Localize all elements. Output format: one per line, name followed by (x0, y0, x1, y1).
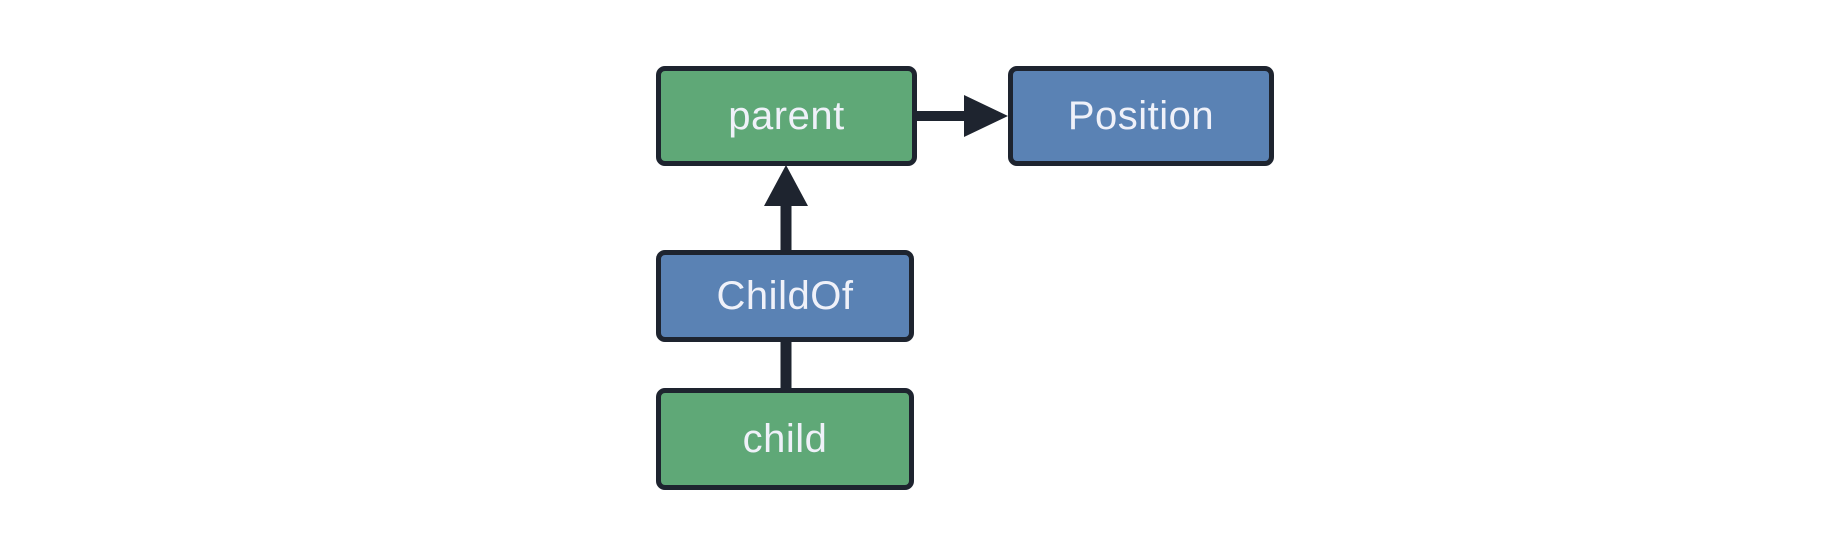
edge-childof-to-parent (764, 165, 808, 252)
node-child-label: child (742, 416, 828, 461)
node-parent-label: parent (728, 93, 845, 138)
node-parent: parent (656, 66, 917, 166)
node-childof: ChildOf (656, 250, 914, 342)
edge-parent-to-position (915, 95, 1008, 137)
node-child: child (656, 388, 914, 490)
node-position: Position (1008, 66, 1274, 166)
node-position-label: Position (1067, 93, 1215, 138)
node-childof-label: ChildOf (716, 273, 854, 318)
